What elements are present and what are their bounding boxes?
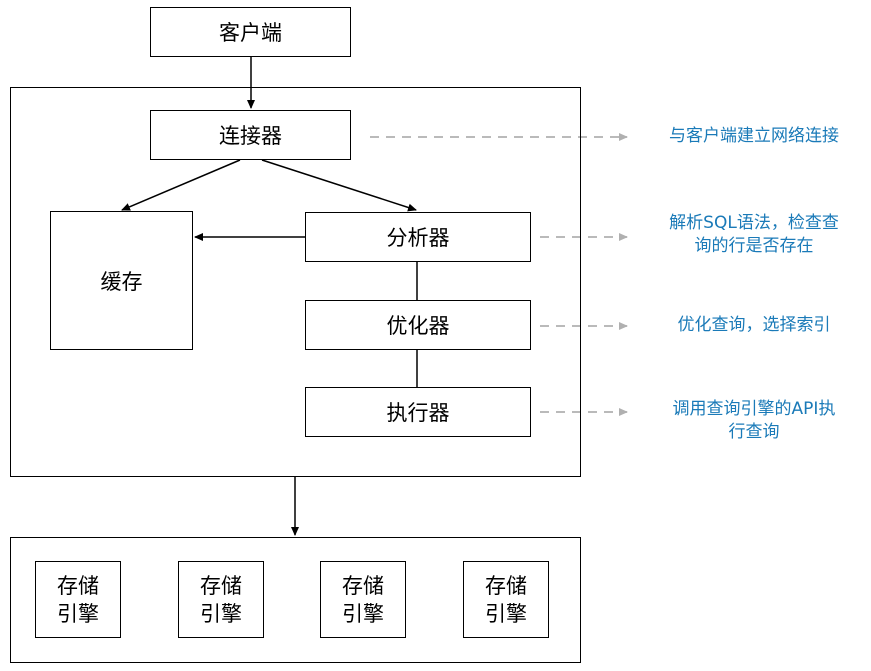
connector-annotation-line: 与客户端建立网络连接 [669,126,839,146]
analyzer-node: 分析器 [305,212,531,262]
executor-annotation: 调用查询引擎的API执 行查询 [639,398,869,444]
storage-engine-line2: 引擎 [342,601,384,626]
connector-to-analyzer-arrow [261,159,417,212]
cache-node: 缓存 [50,211,193,350]
storage-layer-frame [10,537,581,663]
executor-annotation-line: 调用查询引擎的API执 [672,399,836,419]
analyzer-annotation: 解析SQL语法，检查查 询的行是否存在 [639,212,869,258]
optimizer-node: 优化器 [305,300,531,350]
storage-engine-node: 存储 引擎 [463,561,549,638]
connector-annotation: 与客户端建立网络连接 [639,125,869,148]
storage-engine-node: 存储 引擎 [178,561,264,638]
storage-engine-node: 存储 引擎 [35,561,121,638]
optimizer-annotation-line: 优化查询，选择索引 [677,315,831,335]
optimizer-annotation: 优化查询，选择索引 [639,314,869,337]
client-node: 客户端 [150,7,351,57]
storage-engine-line1: 存储 [342,573,384,598]
server-layer-frame [10,87,581,477]
analyzer-annotation-line: 解析SQL语法，检查查 [669,213,839,233]
storage-engine-line2: 引擎 [200,601,242,626]
executor-annotation-line: 行查询 [728,422,780,442]
storage-engine-line2: 引擎 [57,601,99,626]
connector-to-cache-arrow [121,159,241,211]
storage-engine-line1: 存储 [57,573,99,598]
executor-node: 执行器 [305,387,531,437]
storage-engine-line1: 存储 [200,573,242,598]
analyzer-annotation-line: 询的行是否存在 [694,236,814,256]
storage-engine-node: 存储 引擎 [320,561,406,638]
connector-node: 连接器 [150,110,351,160]
storage-engine-line1: 存储 [485,573,527,598]
storage-engine-line2: 引擎 [485,601,527,626]
